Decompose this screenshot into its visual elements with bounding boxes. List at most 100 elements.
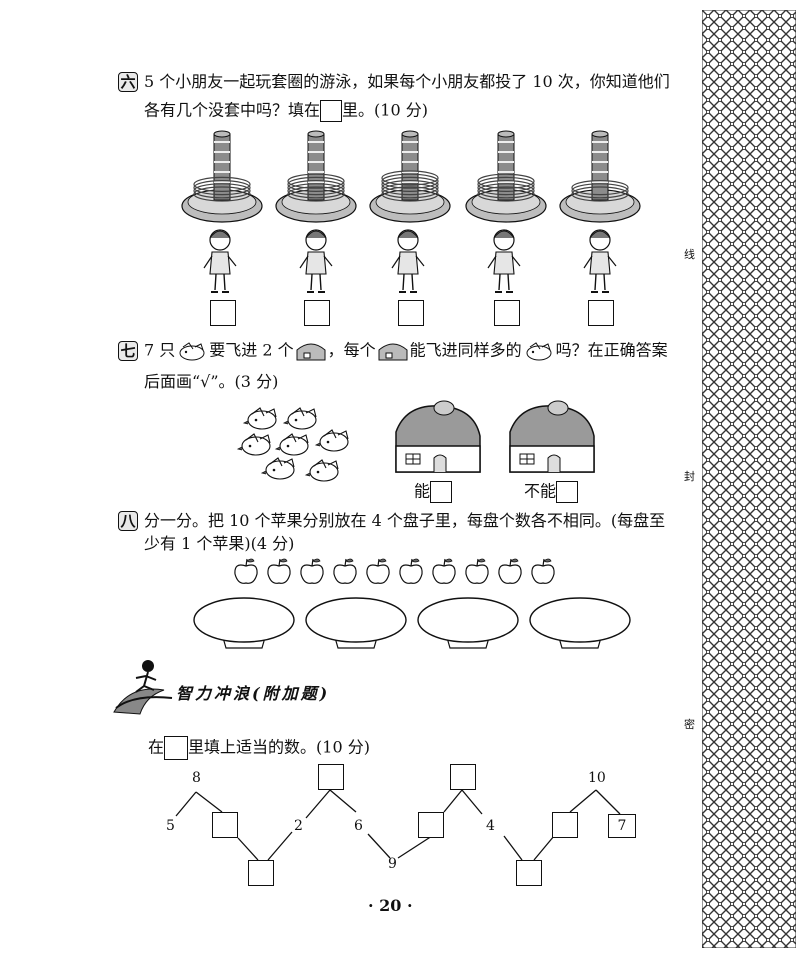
tree1-answer-box[interactable] bbox=[212, 812, 238, 838]
ring-stand-4 bbox=[465, 130, 547, 223]
number-tree-lines bbox=[175, 789, 621, 861]
ring bbox=[477, 173, 535, 189]
margin-label-feng: 封 bbox=[684, 470, 695, 483]
bonus-title: 智力冲浪(附加题) bbox=[176, 684, 331, 703]
ring bbox=[477, 179, 535, 196]
decorative-side-strip bbox=[702, 10, 796, 948]
apple-9 bbox=[498, 558, 522, 584]
ring bbox=[287, 176, 345, 193]
surfer-icon bbox=[113, 660, 173, 715]
q7-part2: 要飞进 2 个 bbox=[209, 340, 294, 360]
child-figure-3 bbox=[391, 229, 425, 293]
tree3-right: 4 bbox=[486, 818, 495, 834]
ring bbox=[287, 183, 345, 199]
plate-4[interactable] bbox=[529, 597, 631, 649]
tree3-top-answer-box[interactable] bbox=[450, 764, 476, 790]
ring bbox=[571, 179, 629, 196]
ring bbox=[287, 186, 345, 202]
apples-row bbox=[234, 558, 555, 584]
q6-line2: 各有几个没套中吗？填在里。(10 分) bbox=[144, 100, 428, 122]
tree1-left: 5 bbox=[166, 818, 175, 834]
ring bbox=[381, 173, 439, 189]
q6-answer-box-2[interactable] bbox=[304, 300, 330, 326]
tree1-bottom-answer-box[interactable] bbox=[248, 860, 274, 886]
children-illustration bbox=[203, 229, 617, 293]
child-figure-4 bbox=[487, 229, 521, 293]
bonus-sample-box bbox=[164, 736, 189, 760]
q6-text-line2a: 各有几个没套中吗？填在 bbox=[144, 100, 321, 120]
q7-line2: 后面画“√”。(3 分) bbox=[144, 372, 279, 391]
tree4-right-value: 7 bbox=[617, 818, 627, 834]
bonus-instruction: 在 里填上适当的数。(10 分) bbox=[148, 736, 370, 760]
ring bbox=[193, 183, 251, 199]
plate-1[interactable] bbox=[193, 597, 295, 649]
ring bbox=[381, 176, 439, 193]
margin-label-mi: 密 bbox=[684, 718, 695, 731]
ring bbox=[287, 173, 345, 189]
ring bbox=[571, 186, 629, 202]
tree1-right: 2 bbox=[294, 818, 303, 834]
q6-answer-box-4[interactable] bbox=[494, 300, 520, 326]
apple-5 bbox=[366, 558, 390, 584]
ring bbox=[477, 183, 535, 199]
apple-4 bbox=[333, 558, 357, 584]
q7-option-no: 不能 bbox=[524, 481, 579, 503]
bird-icon bbox=[179, 342, 205, 361]
ring bbox=[571, 183, 629, 199]
bird-5 bbox=[314, 429, 349, 452]
apple-6 bbox=[399, 558, 423, 584]
answer-box-sample bbox=[320, 100, 343, 122]
q7-no-checkbox[interactable] bbox=[556, 481, 579, 503]
bird-3 bbox=[236, 433, 271, 456]
ring bbox=[381, 170, 439, 186]
birds-cluster bbox=[236, 407, 349, 482]
q7-part4: 能飞进同样多的 bbox=[409, 340, 522, 360]
ring bbox=[193, 179, 251, 196]
q7-yes-checkbox[interactable] bbox=[430, 481, 453, 503]
child-figure-1 bbox=[203, 229, 237, 293]
q6-answer-box-3[interactable] bbox=[398, 300, 424, 326]
ring-stand-3 bbox=[369, 130, 451, 223]
q7-option-yes: 能 bbox=[414, 481, 453, 503]
bird-4 bbox=[274, 433, 309, 456]
ring bbox=[287, 179, 345, 196]
q6-text-line1: 5 个小朋友一起玩套圈的游泳，如果每个小朋友都投了 10 次，你知道他们 bbox=[144, 72, 670, 91]
plate-2[interactable] bbox=[305, 597, 407, 649]
ring bbox=[193, 186, 251, 202]
bird-6 bbox=[260, 457, 295, 480]
tree2-top-answer-box[interactable] bbox=[318, 764, 344, 790]
bird-2 bbox=[282, 407, 317, 430]
ring bbox=[381, 186, 439, 202]
bonus-instr-b: 里填上适当的数。(10 分) bbox=[188, 737, 370, 757]
tree3-left-answer-box[interactable] bbox=[418, 812, 444, 838]
ring-toss-targets bbox=[181, 130, 641, 223]
house-icon-2 bbox=[378, 343, 408, 361]
q6-answer-box-5[interactable] bbox=[588, 300, 614, 326]
house-icon bbox=[296, 343, 326, 361]
tree2-bottom: 9 bbox=[388, 856, 397, 872]
q7-option-yes-label: 能 bbox=[414, 481, 431, 501]
page-number: · 20 · bbox=[368, 896, 413, 915]
apple-8 bbox=[465, 558, 489, 584]
plate-3[interactable] bbox=[417, 597, 519, 649]
q6-answer-box-1[interactable] bbox=[210, 300, 236, 326]
tree4-top: 10 bbox=[588, 770, 606, 786]
apple-10 bbox=[531, 558, 555, 584]
bonus-instr-a: 在 bbox=[148, 737, 165, 757]
tree4-left-answer-box[interactable] bbox=[552, 812, 578, 838]
q8-line2: 少有 1 个苹果)(4 分) bbox=[144, 534, 295, 553]
apple-1 bbox=[234, 558, 258, 584]
child-figure-5 bbox=[583, 229, 617, 293]
q8-line1: 八分一分。把 10 个苹果分别放在 4 个盘子里，每盘个数各不相同。(每盘至 bbox=[118, 511, 665, 531]
tree4-bottom-answer-box[interactable] bbox=[516, 860, 542, 886]
house-illustration-1 bbox=[395, 400, 481, 473]
tree4-right-box: 7 bbox=[608, 814, 636, 838]
apple-2 bbox=[267, 558, 291, 584]
ring-stand-1 bbox=[181, 130, 263, 223]
tree1-top: 8 bbox=[192, 770, 201, 786]
margin-label-xian: 线 bbox=[684, 248, 695, 261]
plates-row bbox=[193, 597, 631, 649]
q7-part1: 7 只 bbox=[144, 340, 176, 360]
